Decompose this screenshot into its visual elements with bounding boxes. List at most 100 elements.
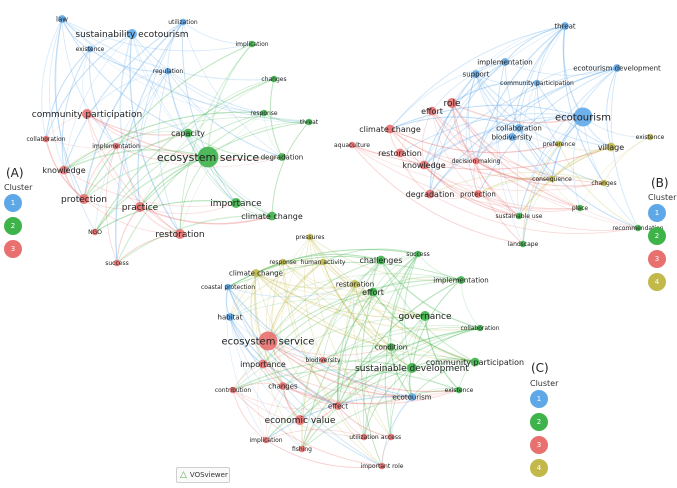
network-edge [390, 315, 426, 438]
node-label-importance: importance [210, 199, 262, 209]
network-edge [399, 152, 431, 195]
vosviewer-logo: △ VOSviewer [176, 467, 230, 483]
network-node-existence [86, 45, 94, 53]
network-edge [255, 272, 426, 318]
network-edge [229, 316, 264, 365]
vosviewer-label: VOSviewer [189, 471, 228, 479]
node-label-community-participation: community participation [32, 110, 143, 120]
network-edge [131, 33, 265, 114]
network-edge [83, 145, 117, 200]
node-label-ecotourism-development: ecotourism development [573, 64, 661, 72]
network-edge [351, 144, 524, 245]
network-edge [232, 382, 284, 391]
network-edge [475, 73, 553, 180]
network-edge [309, 236, 356, 285]
network-icon: △ [180, 470, 187, 480]
network-node-practice [135, 202, 145, 212]
network-edge [282, 261, 374, 293]
node-label-success: success [105, 260, 128, 267]
network-edge [363, 367, 413, 438]
network-edge [116, 112, 265, 264]
network-edge [158, 70, 181, 235]
network-edge [131, 33, 283, 158]
network-edge [536, 25, 566, 84]
network-edge [232, 315, 426, 391]
network-edge [63, 149, 209, 171]
network-edge [423, 67, 618, 166]
node-label-role: role [443, 99, 461, 109]
node-label-changes: changes [268, 382, 298, 390]
network-edge [322, 261, 392, 348]
network-edge [399, 152, 477, 165]
network-edge [94, 78, 275, 233]
network-node-access [387, 433, 395, 441]
network-edge [477, 193, 639, 231]
node-label-implementation: implementation [477, 58, 532, 66]
network-edge [207, 121, 310, 158]
network-edge [282, 261, 426, 317]
node-label-consequence: consequence [532, 176, 572, 183]
node-label-landscape: landscape [508, 241, 539, 248]
network-node-response [260, 109, 268, 117]
network-edge [267, 261, 324, 342]
node-label-knowledge: knowledge [402, 161, 445, 170]
network-node-knowledge [59, 165, 69, 175]
network-edge [562, 25, 584, 118]
network-edge [337, 291, 374, 407]
network-edge [131, 33, 209, 158]
network-node-biodiversity [319, 356, 327, 364]
network-edge [265, 429, 365, 441]
network-edge [262, 363, 460, 398]
network-edge [431, 61, 506, 112]
network-node-coastal-protection [224, 283, 232, 291]
network-edge [389, 128, 477, 162]
network-edge [267, 283, 356, 342]
network-edge [265, 385, 284, 441]
network-node-community-participation [470, 357, 480, 367]
network-edge [267, 340, 339, 407]
network-edge [322, 248, 419, 263]
network-edge [354, 253, 419, 285]
network-edge [477, 193, 581, 213]
node-label-sustainability-ecotourism: sustainability ecotourism [75, 30, 188, 40]
network-edge [417, 253, 462, 281]
network-node-governance [420, 311, 430, 321]
network-node-sustainable-use [515, 212, 523, 220]
network-node-preference [555, 140, 563, 148]
network-edge [337, 279, 462, 407]
network-edge [411, 361, 476, 398]
network-edge [167, 70, 283, 158]
network-edge [226, 286, 267, 441]
network-edge [354, 283, 476, 363]
network-edge [265, 291, 374, 441]
network-edge [167, 21, 184, 72]
network-edge [582, 116, 639, 229]
network-edge [322, 324, 481, 361]
network-edge [518, 25, 566, 129]
node-label-ecotourism: ecotourism [555, 113, 611, 124]
network-edge [63, 145, 117, 171]
network-edge [558, 143, 639, 229]
network-edge [61, 18, 310, 123]
network-node-changes [270, 75, 278, 83]
network-edge [475, 160, 605, 187]
network-edge [496, 61, 524, 245]
network-edge [257, 363, 267, 441]
node-label-law: law [56, 15, 68, 23]
legend-cluster-1: 1 [530, 390, 548, 408]
network-edge [451, 102, 520, 217]
node-label-condition: condition [375, 343, 407, 351]
network-edge [475, 73, 520, 129]
network-edge [390, 346, 460, 391]
legend-title: Cluster [4, 183, 33, 192]
network-node-biodiversity [508, 133, 516, 141]
network-edge [282, 261, 476, 363]
network-edge [389, 25, 566, 130]
network-edge [390, 253, 419, 348]
network-edge [301, 346, 392, 450]
node-label-changes: changes [591, 180, 616, 187]
network-edge [361, 291, 383, 467]
network-node-threat [305, 118, 313, 126]
network-edge [83, 132, 189, 200]
